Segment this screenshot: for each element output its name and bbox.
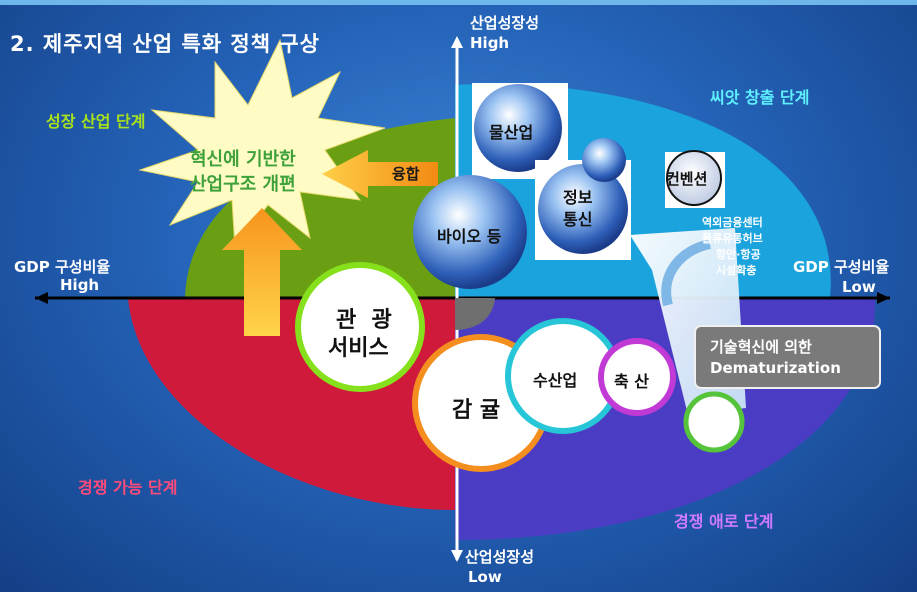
small-blue-bubble	[582, 138, 626, 182]
center-wedge	[455, 298, 495, 330]
water-industry-bubble	[474, 84, 562, 172]
small-green-bubble	[683, 391, 745, 453]
page-title: 2. 제주지역 산업 특화 정책 구상	[10, 32, 320, 56]
competitive-stage-label: 경쟁 가능 단계	[78, 478, 178, 497]
tourism-label-line2: 서비스	[328, 336, 389, 361]
seed-note-4: 시설확충	[716, 264, 757, 277]
bio-label: 바이오 등	[437, 227, 502, 246]
seed-note-1: 역외금융센터	[702, 216, 763, 229]
innovation-box	[694, 325, 881, 389]
water-industry-label: 물산업	[489, 123, 534, 142]
innovation-line1: 기술혁신에 의한	[710, 338, 812, 356]
fishery-label: 수산업	[533, 371, 578, 390]
info-label-line1: 정보	[563, 188, 593, 207]
convention-bubble	[666, 150, 722, 206]
x-axis-left-arrowhead	[35, 292, 48, 304]
starburst-line2: 산업구조 개편	[190, 174, 296, 195]
tourism-service-bubble	[295, 262, 425, 392]
livestock-label: 축 산	[614, 372, 650, 391]
bio-bubble	[413, 175, 527, 289]
x-axis-right-arrowhead	[877, 292, 890, 304]
y-axis-bottom-arrowhead	[451, 550, 463, 562]
citrus-label: 감 귤	[452, 398, 501, 423]
innovation-line2: Dematurization	[710, 359, 841, 377]
header-band	[0, 0, 917, 5]
y-axis-bottom-sub: Low	[468, 568, 502, 586]
info-label-line2: 통신	[563, 210, 593, 229]
convergence-arrow	[322, 150, 438, 198]
swoosh-curve	[661, 239, 712, 307]
difficult-stage-label: 경쟁 애로 단계	[674, 512, 774, 531]
convention-label: 컨벤션	[666, 170, 708, 188]
seed-note-2: 물류유통허브	[702, 232, 763, 245]
growth-stage-label: 성장 산업 단계	[46, 112, 146, 131]
y-axis-top-arrowhead	[451, 36, 463, 48]
seed-note-3: 항만·항공	[716, 248, 761, 261]
livestock-bubble	[598, 338, 676, 416]
y-axis-top-label: 산업성장성	[470, 14, 540, 32]
y-axis-top-sub: High	[470, 34, 510, 52]
convergence-label: 융합	[392, 165, 420, 183]
y-axis-bottom-label: 산업성장성	[465, 548, 535, 566]
tourism-label-line1: 관 광	[336, 308, 392, 333]
seed-stage-label: 씨앗 창출 단계	[710, 88, 810, 107]
x-axis-right-sub: Low	[842, 278, 876, 296]
x-axis-right-label: GDP 구성비율	[793, 258, 890, 276]
upward-arrow	[222, 208, 302, 336]
x-axis-left-label: GDP 구성비율	[14, 258, 111, 276]
starburst-line1: 혁신에 기반한	[190, 149, 296, 170]
info-comm-bubble	[538, 164, 628, 254]
x-axis-left-sub: High	[60, 276, 100, 294]
